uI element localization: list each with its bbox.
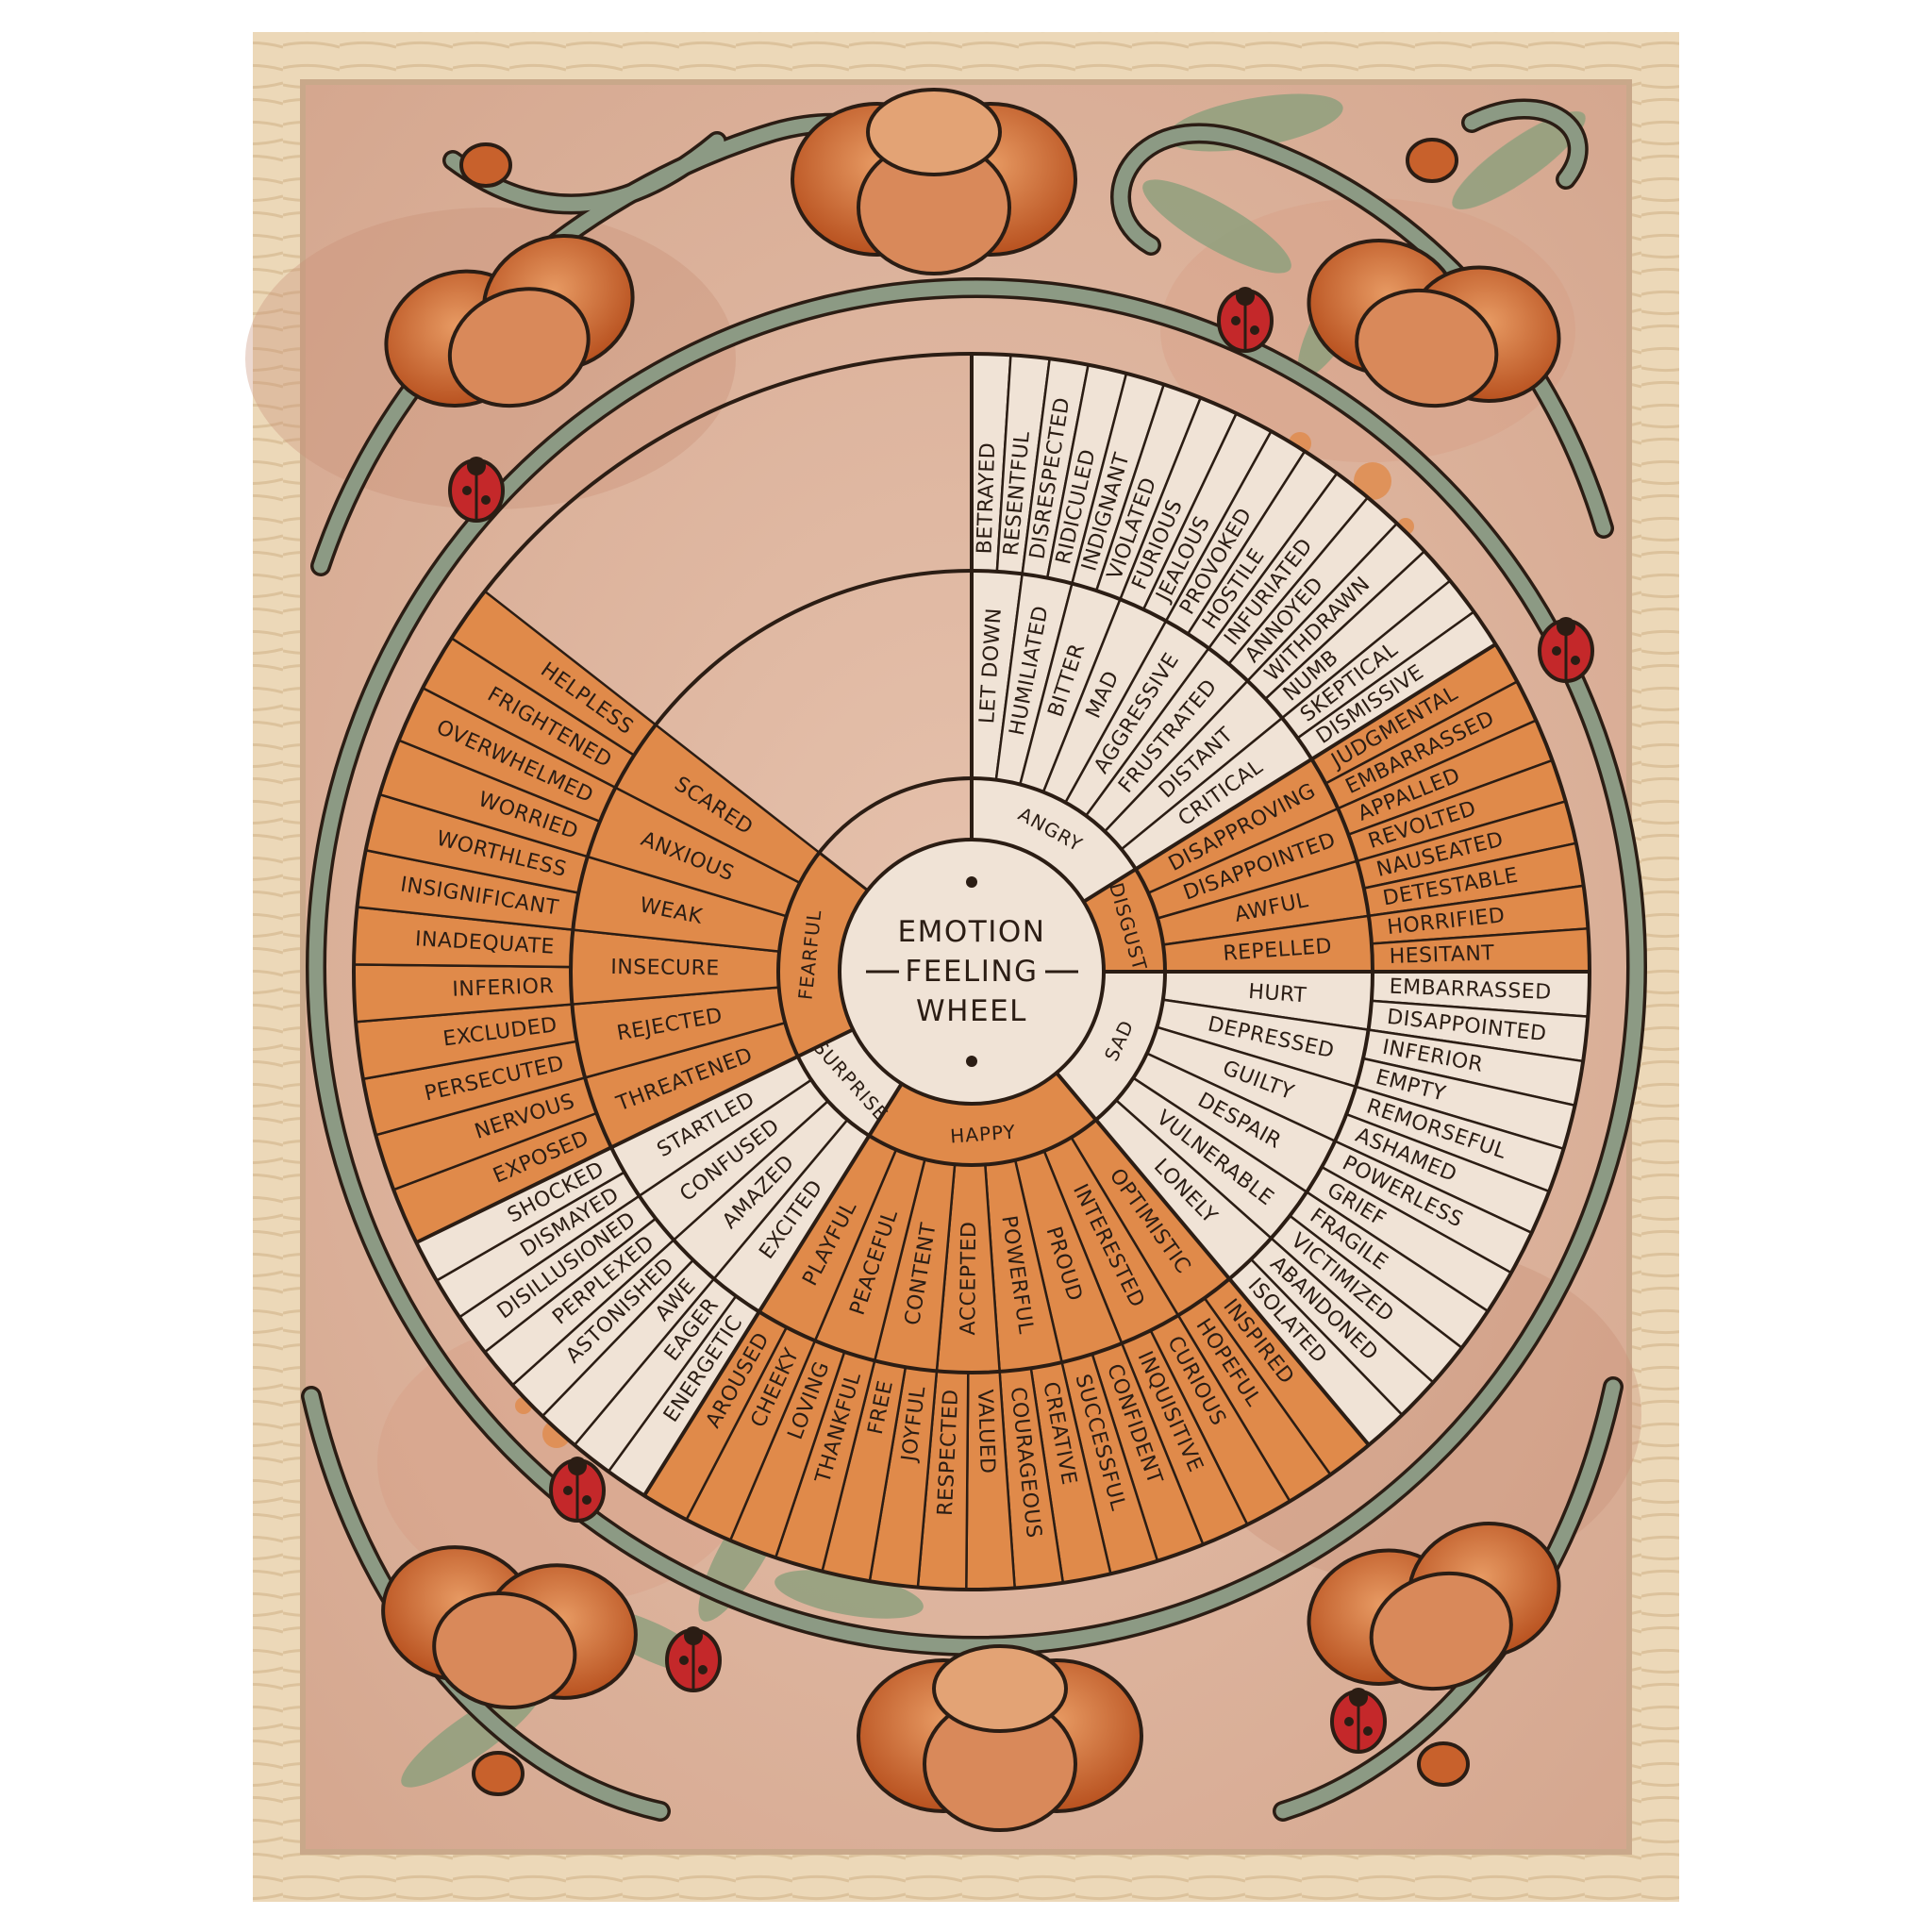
poppy-flower-icon (791, 88, 1077, 275)
outer-label-inferior: INFERIOR (452, 974, 555, 1002)
ring-outline (776, 776, 1167, 1167)
poppy-flower-icon (381, 1545, 638, 1710)
section-divider (1055, 1071, 1371, 1447)
poppy-flower-icon (857, 1644, 1143, 1832)
middle-label-hurt: HURT (1247, 980, 1307, 1008)
ring-outline (569, 569, 1374, 1374)
outer-label-embarrassed: EMBARRASSED (1389, 975, 1552, 1005)
ring-outline (352, 352, 1591, 1591)
outer-label-valued: VALUED (973, 1389, 999, 1474)
outer-label-hesitant: HESITANT (1389, 941, 1494, 969)
core-label-happy: HAPPY (949, 1121, 1016, 1148)
title-line-3: WHEEL (916, 994, 1027, 1028)
section-divider (642, 1082, 904, 1497)
title-line-2: FEELING (905, 955, 1038, 989)
wheel-title: EMOTION FEELING WHEEL (866, 876, 1078, 1067)
poppy-flower-icon (1307, 239, 1561, 408)
poppy-flower-icon (1307, 1522, 1561, 1691)
title-line-1: EMOTION (898, 915, 1046, 949)
outer-label-betrayed: BETRAYED (974, 441, 1001, 554)
middle-label-insecure: INSECURE (610, 956, 720, 980)
title-dot-top (966, 876, 977, 888)
decorative-dots (515, 432, 1414, 1448)
poppy-bud-icon (459, 138, 1470, 1796)
title-dot-bottom (966, 1056, 977, 1067)
middle-label-accepted: ACCEPTED (957, 1221, 981, 1335)
section-divider (1082, 642, 1497, 904)
section-divider (415, 1027, 855, 1244)
middle-ring: LET DOWNHUMILIATEDBITTERMADAGGRESSIVEFRU… (569, 569, 1374, 1374)
poppy-flower-icon (384, 233, 635, 408)
center-circle (838, 838, 1106, 1106)
ladybug-icon (448, 287, 1594, 1754)
